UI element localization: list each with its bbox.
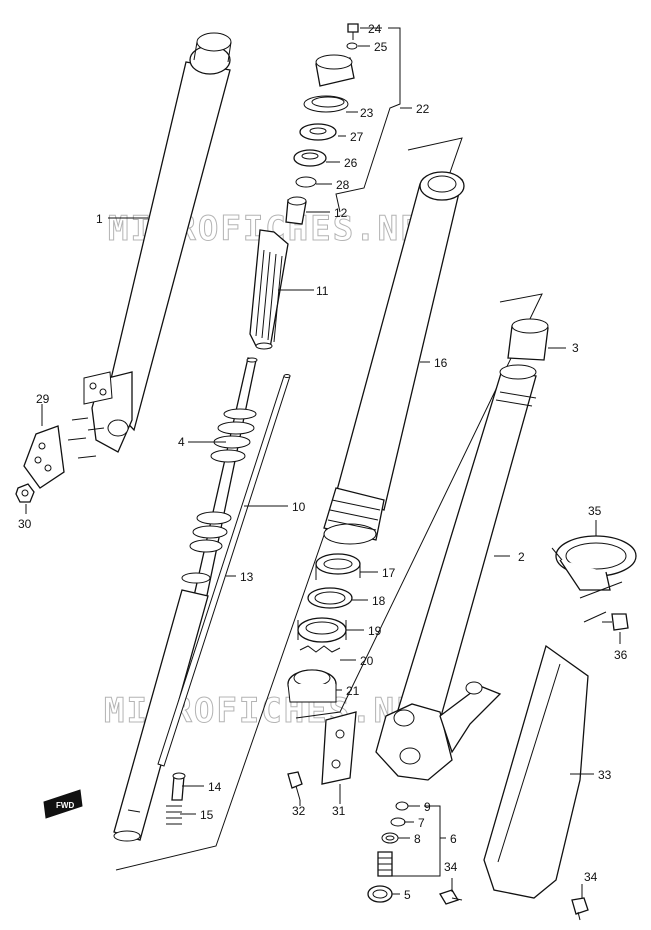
forward-direction-badge: FWD <box>43 789 83 819</box>
bolt-part-34-left <box>439 889 463 905</box>
callout-13: 13 <box>240 570 254 584</box>
fwd-label: FWD <box>56 801 74 810</box>
callout-7: 7 <box>418 816 425 830</box>
bolt-part-24 <box>347 23 359 40</box>
bracket-part-29 <box>23 425 65 489</box>
fork-guard-part-33 <box>483 644 589 899</box>
leader-lines <box>25 27 621 898</box>
callout-19: 19 <box>368 624 382 638</box>
callout-15: 15 <box>200 808 214 822</box>
bolt-part-34-right <box>571 897 589 921</box>
damper-part-11 <box>249 229 289 350</box>
clamp-part-35 <box>551 535 637 591</box>
callout-9: 9 <box>424 800 431 814</box>
washer-part-9 <box>395 801 409 811</box>
callout-23: 23 <box>360 106 374 120</box>
callout-27: 27 <box>350 130 364 144</box>
callout-30: 30 <box>18 517 32 531</box>
callout-2: 2 <box>518 550 525 564</box>
bolt-part-14 <box>171 772 186 801</box>
washer-part-7 <box>390 817 406 827</box>
assembly-outline-2 <box>295 293 543 719</box>
rod-part-13 <box>157 374 291 767</box>
washer-part-8 <box>381 832 399 844</box>
collar-part-12 <box>285 196 307 225</box>
callout-17: 17 <box>382 566 396 580</box>
bolt-part-6 <box>377 851 393 877</box>
callout-25: 25 <box>374 40 388 54</box>
ring-part-18 <box>307 587 353 609</box>
callout-4: 4 <box>178 435 185 449</box>
callout-26: 26 <box>344 156 358 170</box>
spring-part-4 <box>113 357 258 842</box>
callout-22: 22 <box>416 102 430 116</box>
callout-18: 18 <box>372 594 386 608</box>
spring-part-15 <box>166 805 182 825</box>
nut-part-30 <box>15 483 35 503</box>
clamp-outline <box>579 581 623 623</box>
callout-28: 28 <box>336 178 350 192</box>
bolt-part-32 <box>287 771 303 801</box>
callout-6: 6 <box>450 832 457 846</box>
outer-tube-part-2 <box>375 364 537 781</box>
outer-tube-part-1 <box>67 32 232 459</box>
callout-11: 11 <box>316 284 329 298</box>
callout-5: 5 <box>404 888 411 902</box>
callout-3: 3 <box>572 341 579 355</box>
dust-seal-part-20 <box>299 645 341 653</box>
callout-16: 16 <box>434 356 448 370</box>
callout-10: 10 <box>292 500 306 514</box>
callout-33: 33 <box>598 768 612 782</box>
dust-boot-part-21 <box>287 669 337 703</box>
callout-21: 21 <box>346 684 360 698</box>
bolt-part-36 <box>602 613 629 631</box>
callout-29: 29 <box>36 392 50 406</box>
callout-20: 20 <box>360 654 374 668</box>
callout-31: 31 <box>332 804 346 818</box>
callout-36: 36 <box>614 648 628 662</box>
callout-14: 14 <box>208 780 222 794</box>
callout-24: 24 <box>368 22 382 36</box>
circlip-part-28 <box>295 176 317 188</box>
callout-1: 1 <box>96 212 103 226</box>
inner-tube-part-16 <box>323 171 465 545</box>
callout-12: 12 <box>334 206 348 220</box>
callout-34-left: 34 <box>444 860 458 874</box>
callout-35: 35 <box>588 504 602 518</box>
callout-34-right: 34 <box>584 870 598 884</box>
oil-seal-part-17 <box>315 553 361 580</box>
bushing-part-3 <box>507 318 549 361</box>
washer-part-25 <box>346 42 358 50</box>
seal-part-19 <box>297 617 347 643</box>
gasket-part-5 <box>367 885 393 903</box>
cap-bolt-part-23 <box>303 54 355 113</box>
spacer-part-26 <box>293 149 327 167</box>
callout-8: 8 <box>414 832 421 846</box>
washer-part-27 <box>299 123 337 141</box>
bracket-part-31 <box>321 711 357 785</box>
callout-32: 32 <box>292 804 306 818</box>
